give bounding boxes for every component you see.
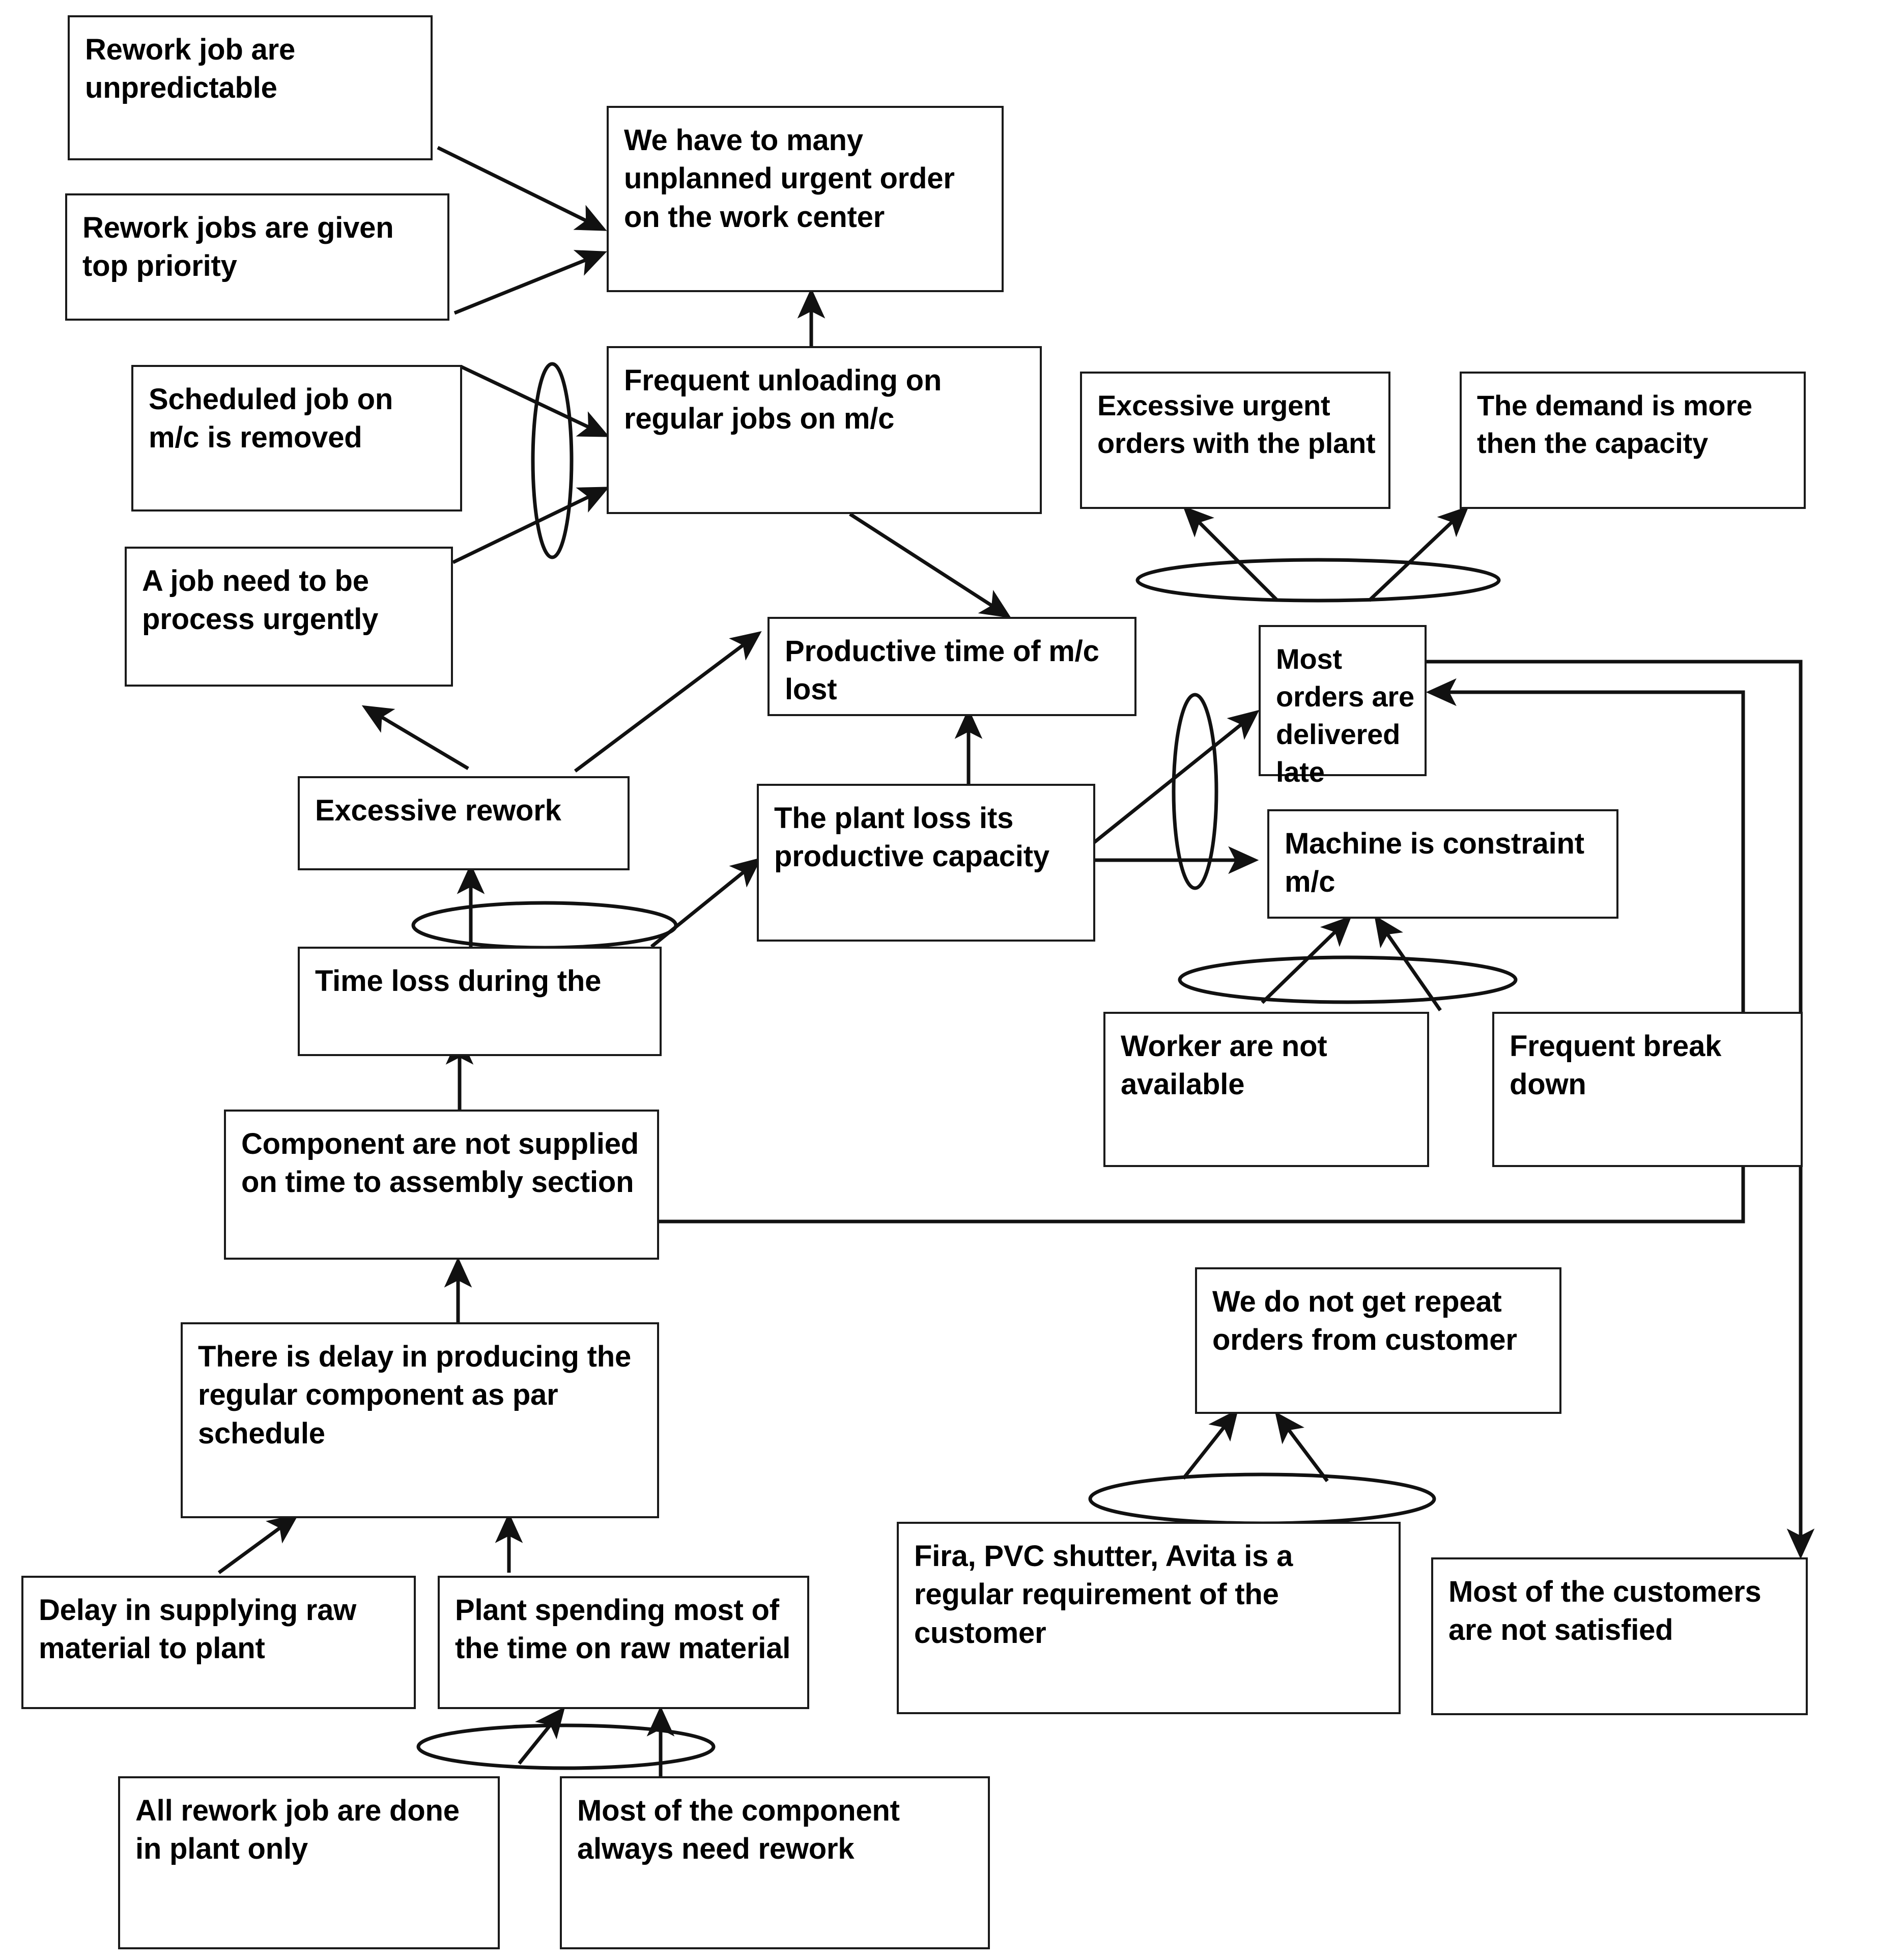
node-label: Worker are not available: [1121, 1030, 1327, 1101]
edge-breakdown-to-machine: [1374, 915, 1442, 1011]
and-ellipse-raw: [416, 1723, 716, 1770]
node-label: We do not get repeat orders from custome…: [1212, 1285, 1517, 1357]
edge-rework-to-ptl: [574, 631, 762, 773]
and-ellipse-orders: [1172, 693, 1218, 890]
node-label: Component are not supplied on time to as…: [241, 1127, 639, 1199]
edge-rawdelay-to-delay: [217, 1514, 299, 1574]
edge-timeloss-to-plantloss: [650, 857, 762, 948]
node-label: Most of the component always need rework: [577, 1794, 900, 1866]
node-label: Frequent unloading on regular jobs on m/…: [624, 364, 942, 436]
node-delay-producing-component[interactable]: There is delay in producing the regular …: [181, 1322, 659, 1518]
node-productive-time-lost[interactable]: Productive time of m/c lost: [767, 617, 1136, 716]
node-demand-more-than-capacity[interactable]: The demand is more then the capacity: [1460, 372, 1806, 509]
node-label: Rework jobs are given top priority: [82, 211, 394, 283]
edge-orders-to-demand: [1368, 506, 1469, 602]
node-label: Excessive urgent orders with the plant: [1097, 389, 1376, 459]
edge-orders-to-excessive-urgent: [1183, 506, 1279, 602]
node-label: The demand is more then the capacity: [1477, 389, 1752, 459]
node-label: A job need to be process urgently: [142, 564, 379, 636]
node-delay-raw-material[interactable]: Delay in supplying raw material to plant: [21, 1576, 416, 1709]
edge-rework-top-priority: [453, 250, 607, 315]
node-no-repeat-orders[interactable]: We do not get repeat orders from custome…: [1195, 1267, 1561, 1414]
node-label: Delay in supplying raw material to plant: [39, 1594, 357, 1665]
node-label: Most orders are delivered late: [1276, 643, 1414, 788]
node-excessive-rework[interactable]: Excessive rework: [298, 776, 630, 870]
node-label: We have to many unplanned urgent order o…: [624, 124, 955, 234]
node-label: Productive time of m/c lost: [785, 635, 1099, 706]
node-rework-done-in-plant[interactable]: All rework job are done in plant only: [118, 1776, 500, 1949]
node-machine-constraint[interactable]: Machine is constraint m/c: [1267, 809, 1618, 919]
node-customers-not-satisfied[interactable]: Most of the customers are not satisfied: [1431, 1557, 1808, 1715]
node-worker-not-available[interactable]: Worker are not available: [1103, 1012, 1429, 1167]
node-component-needs-rework[interactable]: Most of the component always need rework: [560, 1776, 990, 1949]
node-label: Frequent break down: [1510, 1030, 1722, 1101]
and-ellipse-demand: [1135, 558, 1501, 603]
edge-orders-to-customers: [1425, 660, 1815, 1559]
node-frequent-unloading[interactable]: Frequent unloading on regular jobs on m/…: [607, 346, 1042, 514]
edge-customers-to-norepeat: [1274, 1411, 1329, 1483]
node-label: Most of the customers are not satisfied: [1448, 1575, 1761, 1647]
node-plant-loss-capacity[interactable]: The plant loss its productive capacity: [757, 784, 1095, 942]
edge-scheduled-removed: [460, 364, 610, 437]
node-plant-spending-raw-material[interactable]: Plant spending most of the time on raw m…: [438, 1576, 809, 1709]
edge-plantloss-to-orders-late: [1093, 709, 1260, 844]
node-excessive-urgent-orders[interactable]: Excessive urgent orders with the plant: [1080, 372, 1390, 509]
node-fira-pvc-requirement[interactable]: Fira, PVC shutter, Avita is a regular re…: [897, 1522, 1401, 1714]
node-time-loss[interactable]: Time loss during the: [298, 947, 662, 1056]
node-rework-unpredictable[interactable]: Rework job are unpredictable: [68, 15, 433, 160]
and-ellipse-unloading: [531, 362, 574, 559]
node-label: Fira, PVC shutter, Avita is a regular re…: [914, 1540, 1293, 1650]
node-label: Rework job are unpredictable: [85, 33, 295, 105]
and-ellipse-timeloss: [411, 901, 678, 950]
edge-worker-to-machine: [1261, 916, 1352, 1004]
and-ellipse-machine: [1178, 955, 1518, 1004]
node-label: All rework job are done in plant only: [135, 1794, 460, 1866]
node-scheduled-job-removed[interactable]: Scheduled job on m/c is removed: [131, 365, 462, 512]
node-job-need-urgent[interactable]: A job need to be process urgently: [125, 547, 453, 687]
node-unplanned-urgent-orders[interactable]: We have to many unplanned urgent order o…: [607, 106, 1004, 292]
node-label: There is delay in producing the regular …: [198, 1340, 632, 1450]
edge-component-to-orders-late: [659, 678, 1745, 1224]
node-frequent-breakdown[interactable]: Frequent break down: [1492, 1012, 1803, 1167]
edge-rework-to-job-urgent: [361, 705, 469, 771]
node-orders-delivered-late[interactable]: Most orders are delivered late: [1259, 625, 1427, 788]
node-label: Excessive rework: [315, 794, 561, 827]
and-ellipse-customer: [1088, 1472, 1436, 1525]
edge-rework-unpredictable: [437, 146, 607, 231]
node-label: Time loss during the: [315, 964, 602, 998]
node-label: Machine is constraint m/c: [1285, 827, 1584, 899]
node-component-not-supplied[interactable]: Component are not supplied on time to as…: [224, 1110, 659, 1260]
edge-reworkplant-to-spending: [518, 1707, 565, 1765]
node-label: Scheduled job on m/c is removed: [149, 383, 393, 455]
node-label: Plant spending most of the time on raw m…: [455, 1594, 791, 1665]
node-label: The plant loss its productive capacity: [774, 802, 1049, 873]
edge-job-urgent: [452, 487, 610, 564]
edge-fira-to-norepeat: [1182, 1409, 1239, 1480]
node-rework-top-priority[interactable]: Rework jobs are given top priority: [65, 193, 449, 321]
edge-unloading-to-ptl: [849, 513, 1012, 618]
